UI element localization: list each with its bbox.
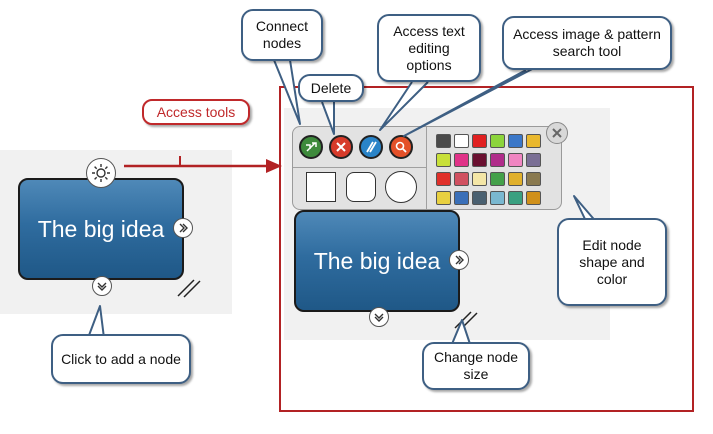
- chevron-down-icon[interactable]: [92, 276, 112, 296]
- color-swatch[interactable]: [526, 134, 541, 148]
- color-swatch[interactable]: [490, 172, 505, 186]
- color-swatch[interactable]: [508, 172, 523, 186]
- color-palette: [436, 134, 546, 208]
- color-swatch[interactable]: [436, 134, 451, 148]
- node-label[interactable]: The big idea: [313, 247, 441, 274]
- color-swatch[interactable]: [508, 191, 523, 205]
- color-swatch[interactable]: [526, 153, 541, 167]
- color-swatch[interactable]: [472, 191, 487, 205]
- callout-edit-node: Edit node shape and color: [557, 218, 667, 306]
- color-swatch[interactable]: [490, 153, 505, 167]
- chevron-right-icon[interactable]: [449, 250, 469, 270]
- color-swatch[interactable]: [454, 134, 469, 148]
- color-swatch[interactable]: [490, 134, 505, 148]
- chevron-right-icon[interactable]: [173, 218, 193, 238]
- color-swatch[interactable]: [526, 172, 541, 186]
- color-swatch[interactable]: [454, 191, 469, 205]
- shape-circle-button[interactable]: [385, 171, 417, 203]
- callout-click-add: Click to add a node: [51, 334, 191, 384]
- zoom-frame: [279, 86, 694, 412]
- toolbar-divider-horizontal: [293, 167, 426, 168]
- chevron-down-icon[interactable]: [369, 307, 389, 327]
- color-swatch[interactable]: [436, 172, 451, 186]
- color-swatch[interactable]: [490, 191, 505, 205]
- shape-square-button[interactable]: [306, 172, 336, 202]
- access-tools-arrow: [124, 156, 282, 173]
- callout-connect-nodes: Connect nodes: [241, 9, 323, 61]
- shape-rounded-button[interactable]: [346, 172, 376, 202]
- connect-icon[interactable]: [299, 135, 323, 159]
- color-swatch[interactable]: [436, 191, 451, 205]
- callout-access-text: Access text editing options: [377, 14, 481, 82]
- color-swatch[interactable]: [454, 153, 469, 167]
- color-swatch[interactable]: [436, 153, 451, 167]
- text-edit-icon[interactable]: [359, 135, 383, 159]
- delete-icon[interactable]: [329, 135, 353, 159]
- callout-delete: Delete: [298, 74, 364, 102]
- callout-access-image: Access image & pattern search tool: [502, 16, 672, 70]
- callout-change-size: Change node size: [422, 342, 530, 390]
- color-swatch[interactable]: [454, 172, 469, 186]
- resize-handle-icon[interactable]: [176, 276, 202, 298]
- toolbar-divider-vertical: [426, 127, 427, 209]
- color-swatch[interactable]: [526, 191, 541, 205]
- node-label[interactable]: The big idea: [37, 215, 165, 242]
- color-swatch[interactable]: [508, 153, 523, 167]
- image-search-icon[interactable]: [389, 135, 413, 159]
- color-swatch[interactable]: [472, 172, 487, 186]
- color-swatch[interactable]: [508, 134, 523, 148]
- color-swatch[interactable]: [472, 134, 487, 148]
- callout-access-tools: Access tools: [142, 99, 250, 125]
- gear-icon[interactable]: [86, 158, 116, 188]
- close-icon[interactable]: [546, 122, 568, 144]
- color-swatch[interactable]: [472, 153, 487, 167]
